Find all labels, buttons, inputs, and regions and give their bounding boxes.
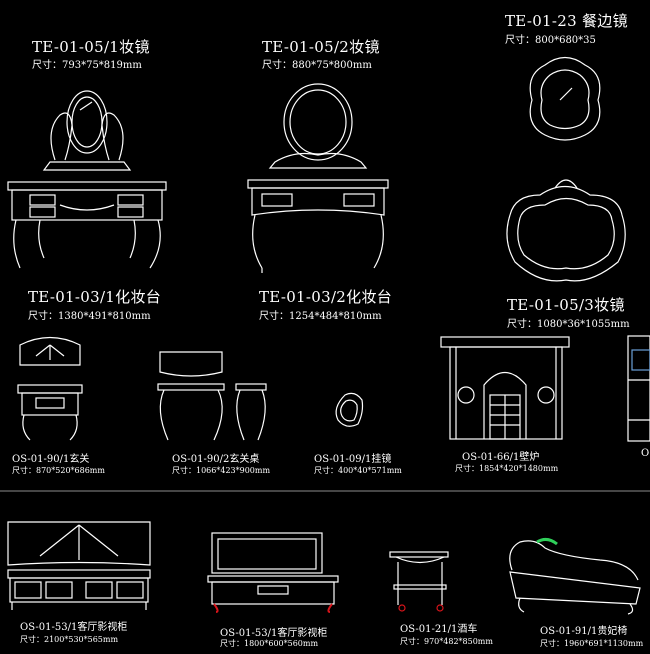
sideboard-mirror-drawing <box>529 56 601 141</box>
item-dim-os-01-90-1: 尺寸：870*520*686mm <box>12 466 105 475</box>
dressing-table-2-drawing <box>247 179 389 273</box>
item-code-te-01-05-3: TE-01-05/3妆镜 <box>507 296 625 314</box>
vanity-mirror-2-drawing <box>268 83 368 169</box>
partial-cabinet-drawing <box>627 335 650 442</box>
item-code-os-01-66-1: OS-01-66/1壁炉 <box>462 452 540 463</box>
entry-table-drawing <box>157 351 267 441</box>
item-dim-te-01-23: 尺寸：800*680*35 <box>505 35 596 46</box>
item-dim-os-01-66-1: 尺寸：1854*420*1480mm <box>455 464 559 473</box>
item-code-te-01-23: TE-01-23 餐边镜 <box>505 12 628 30</box>
tv-cabinet-2-drawing <box>207 532 339 613</box>
item-code-te-01-05-2: TE-01-05/2妆镜 <box>262 38 380 56</box>
vanity-mirror-3-drawing <box>506 179 626 282</box>
item-dim-te-01-03-2: 尺寸：1254*484*810mm <box>259 311 382 322</box>
item-code-os-01-09-1: OS-01-09/1挂镜 <box>314 454 392 465</box>
item-code-te-01-03-2: TE-01-03/2化妆台 <box>259 288 393 306</box>
item-code-partial: OS <box>641 448 650 459</box>
chaise-longue-drawing <box>509 537 641 615</box>
item-dim-os-01-53-1b: 尺寸：1800*600*560mm <box>220 639 319 648</box>
item-dim-os-01-21-1: 尺寸：970*482*850mm <box>400 637 493 646</box>
item-dim-os-01-09-1: 尺寸：400*40*571mm <box>314 466 402 475</box>
item-code-os-01-90-2: OS-01-90/2玄关桌 <box>172 454 260 465</box>
item-code-os-01-53-1b: OS-01-53/1客厅影视柜 <box>220 628 328 639</box>
fireplace-drawing <box>440 336 570 440</box>
vanity-mirror-1-drawing <box>42 90 132 171</box>
item-code-os-01-90-1: OS-01-90/1玄关 <box>12 454 90 465</box>
item-dim-os-01-53-1a: 尺寸：2100*530*565mm <box>20 635 119 644</box>
item-dim-te-01-05-2: 尺寸：880*75*800mm <box>262 60 372 71</box>
item-dim-te-01-05-3: 尺寸：1080*36*1055mm <box>507 319 630 330</box>
hanging-mirror-drawing <box>335 392 364 427</box>
item-dim-os-01-90-2: 尺寸：1066*423*900mm <box>172 466 271 475</box>
wine-cart-drawing <box>389 551 449 612</box>
item-dim-te-01-05-1: 尺寸：793*75*819mm <box>32 60 142 71</box>
dressing-table-1-drawing <box>7 181 167 269</box>
entry-cabinet-drawing <box>17 336 83 441</box>
item-dim-te-01-03-1: 尺寸：1380*491*810mm <box>28 311 151 322</box>
item-code-os-01-91-1: OS-01-91/1贵妃椅 <box>540 626 628 637</box>
item-code-te-01-05-1: TE-01-05/1妆镜 <box>32 38 150 56</box>
item-code-te-01-03-1: TE-01-03/1化妆台 <box>28 288 162 306</box>
item-code-os-01-53-1a: OS-01-53/1客厅影视柜 <box>20 622 128 633</box>
tv-cabinet-1-drawing <box>7 521 151 610</box>
item-dim-os-01-91-1: 尺寸：1960*691*1130mm <box>540 639 644 648</box>
item-code-os-01-21-1: OS-01-21/1酒车 <box>400 624 478 635</box>
